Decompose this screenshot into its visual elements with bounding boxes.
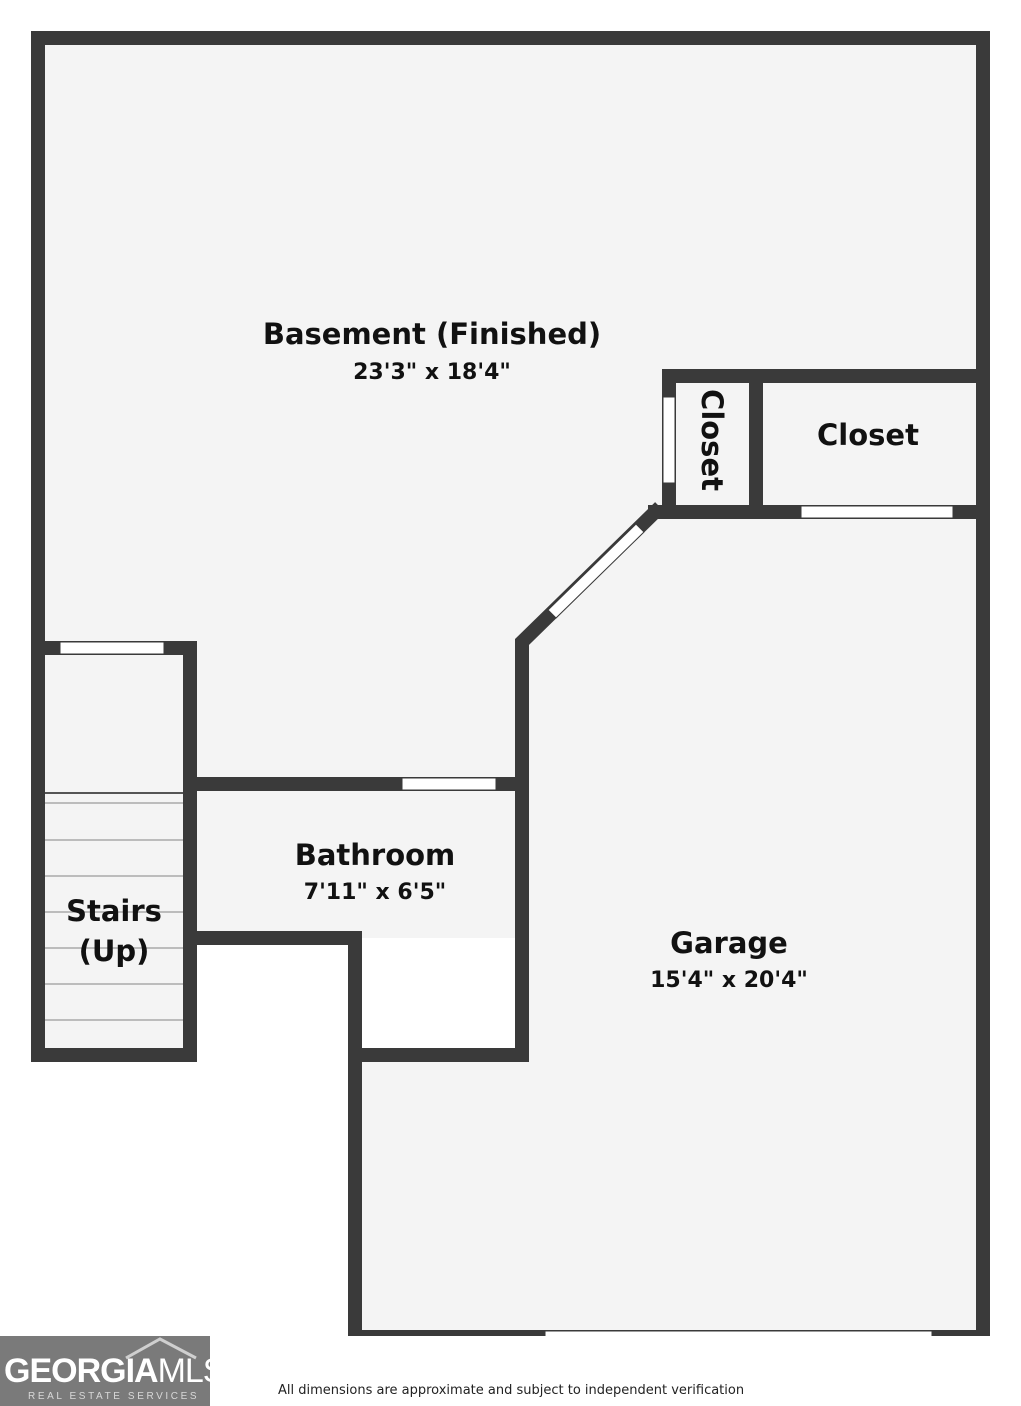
bathroom-name: Bathroom (295, 838, 456, 872)
basement-dims: 23'3" x 18'4" (353, 360, 511, 385)
stairs-direction: (Up) (79, 934, 150, 968)
logo-word-light: MLS (157, 1352, 210, 1390)
garage-door (544, 1330, 933, 1336)
openings (59, 396, 954, 1336)
stairs-name: Stairs (66, 894, 162, 928)
stairs-opening (59, 641, 165, 655)
garage-dims: 15'4" x 20'4" (650, 968, 808, 993)
logo-wordmark: GEORGIAMLS (4, 1352, 210, 1391)
bathroom-dims: 7'11" x 6'5" (304, 880, 446, 905)
logo-tagline: REAL ESTATE SERVICES (28, 1391, 200, 1402)
stair-treads (45, 792, 184, 1021)
roof-icon (125, 1337, 197, 1360)
logo-word-bold: GEORGIA (4, 1352, 159, 1390)
floor-area (38, 38, 983, 1336)
bathroom-door (401, 777, 497, 791)
closet-small-name: Closet (695, 389, 729, 491)
outer-wall (31, 31, 990, 1336)
georgia-mls-logo: GEORGIAMLS REAL ESTATE SERVICES (0, 1336, 210, 1406)
closet-small-door (662, 396, 676, 484)
disclaimer-text: All dimensions are approximate and subje… (278, 1383, 745, 1398)
garage-name: Garage (670, 926, 788, 960)
closet-large-door (800, 505, 954, 519)
closet-large-name: Closet (817, 418, 919, 452)
floor-plan: Basement (Finished) 23'3" x 18'4" Closet… (31, 31, 990, 1336)
basement-name: Basement (Finished) (263, 317, 601, 351)
angled-door (547, 523, 645, 619)
